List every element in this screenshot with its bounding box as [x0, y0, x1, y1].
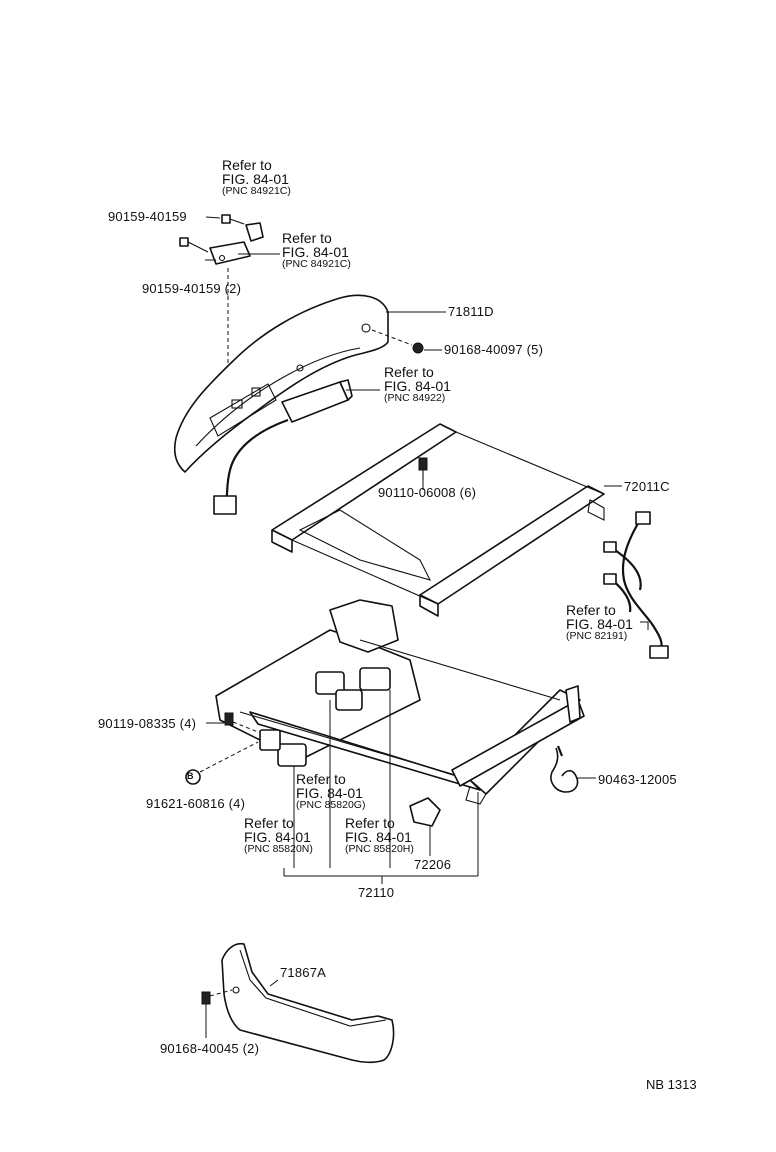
ref-fig: FIG. 84-01	[566, 616, 633, 632]
ref-pnc: (PNC 84921C)	[282, 258, 351, 270]
label-90110-06008: 90110-06008 (6)	[378, 485, 477, 500]
ref-text: Refer to	[296, 771, 346, 787]
bolt-90119-08335	[224, 712, 259, 733]
ref-fig: FIG. 84-01	[244, 829, 311, 845]
seat-side-shield	[173, 294, 389, 473]
ref-fig: FIG. 84-01	[345, 829, 412, 845]
label-90168-40045: 90168-40045 (2)	[160, 1041, 260, 1056]
ref-fig: FIG. 84-01	[222, 171, 289, 187]
ref-text: Refer to	[345, 815, 395, 831]
label-72011c: 72011C	[624, 479, 670, 494]
ref-pnc: (PNC 85820H)	[345, 843, 414, 855]
ref-text: Refer to	[566, 602, 616, 618]
screw-90168-40097	[371, 329, 424, 354]
ref-pnc: (PNC 85820G)	[296, 799, 366, 811]
ref-pnc: (PNC 84921C)	[222, 185, 291, 197]
seat-adjuster-assembly	[215, 599, 585, 827]
ref-callout-82191: Refer to FIG. 84-01 (PNC 82191)	[566, 603, 633, 642]
ref-callout-85820n: Refer to FIG. 84-01 (PNC 85820N)	[244, 816, 313, 855]
ref-callout-85820g: Refer to FIG. 84-01 (PNC 85820G)	[296, 772, 365, 811]
label-90119-08335: 90119-08335 (4)	[98, 716, 197, 731]
screw-90168-40045	[201, 989, 233, 1038]
bolt-90110-06008	[418, 457, 428, 480]
page-code: NB 1313	[646, 1077, 697, 1092]
bolt-90159-top	[221, 214, 245, 225]
ref-callout-84921c-lower: Refer to FIG. 84-01 (PNC 84921C)	[282, 231, 351, 270]
ref-fig: FIG. 84-01	[282, 244, 349, 260]
ref-callout-85820h: Refer to FIG. 84-01 (PNC 85820H)	[345, 816, 414, 855]
clip-marker-b: B	[187, 771, 194, 781]
label-91621-60816: 91621-60816 (4)	[146, 796, 246, 811]
label-90168-40097: 90168-40097 (5)	[444, 342, 544, 357]
ref-text: Refer to	[384, 364, 434, 380]
ref-fig: FIG. 84-01	[296, 785, 363, 801]
upper-rail-frame	[271, 423, 605, 617]
bolt-90159-lower	[179, 237, 209, 253]
ref-fig: FIG. 84-01	[384, 378, 451, 394]
label-71811d: 71811D	[448, 304, 494, 319]
label-90159-40159-2: 90159-40159 (2)	[142, 281, 242, 296]
ref-pnc: (PNC 85820N)	[244, 843, 313, 855]
ref-pnc: (PNC 84922)	[384, 392, 446, 404]
label-72110: 72110	[358, 885, 395, 900]
ref-callout-84921c-top: Refer to FIG. 84-01 (PNC 84921C)	[222, 158, 291, 197]
ref-pnc: (PNC 82191)	[566, 630, 628, 642]
upper-bracket	[209, 222, 264, 265]
ref-text: Refer to	[282, 230, 332, 246]
ref-text: Refer to	[244, 815, 294, 831]
label-71867a: 71867A	[280, 965, 327, 980]
ref-text: Refer to	[222, 157, 272, 173]
ref-callout-84922: Refer to FIG. 84-01 (PNC 84922)	[384, 365, 451, 404]
wire-harness	[603, 511, 669, 659]
label-90463-12005: 90463-12005	[598, 772, 677, 787]
seat-under-cover	[221, 942, 395, 1064]
strap-90463	[550, 745, 579, 793]
clip-91621	[185, 741, 259, 785]
label-90159-40159: 90159-40159	[108, 209, 187, 224]
label-72206: 72206	[414, 857, 452, 872]
